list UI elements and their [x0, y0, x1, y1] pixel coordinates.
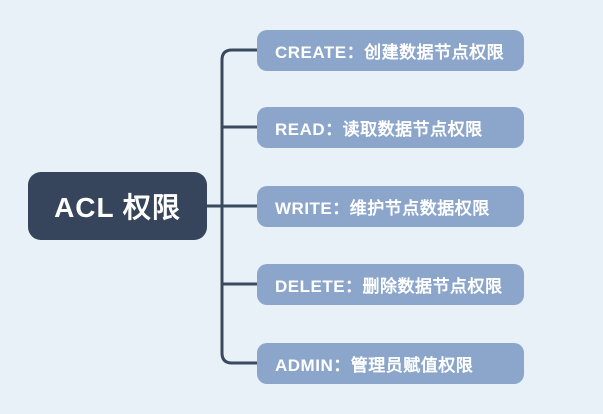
branch-node-label: READ：读取数据节点权限	[275, 120, 483, 139]
branch-node-label: DELETE：删除数据节点权限	[275, 277, 503, 296]
branch-node-create[interactable]: CREATE：创建数据节点权限	[257, 30, 524, 71]
branch-node-admin[interactable]: ADMIN：管理员赋值权限	[257, 343, 524, 384]
branch-node-delete[interactable]: DELETE：删除数据节点权限	[257, 264, 524, 305]
branch-node-label: WRITE：维护节点数据权限	[275, 199, 490, 218]
branch-node-label: CREATE：创建数据节点权限	[275, 43, 505, 62]
branch-node-read[interactable]: READ：读取数据节点权限	[257, 107, 524, 148]
branch-node-write[interactable]: WRITE：维护节点数据权限	[257, 186, 524, 227]
root-node[interactable]: ACL 权限	[28, 172, 207, 240]
branch-node-label: ADMIN：管理员赋值权限	[275, 356, 474, 375]
root-node-label: ACL 权限	[54, 192, 181, 223]
trunk-line	[220, 48, 259, 365]
